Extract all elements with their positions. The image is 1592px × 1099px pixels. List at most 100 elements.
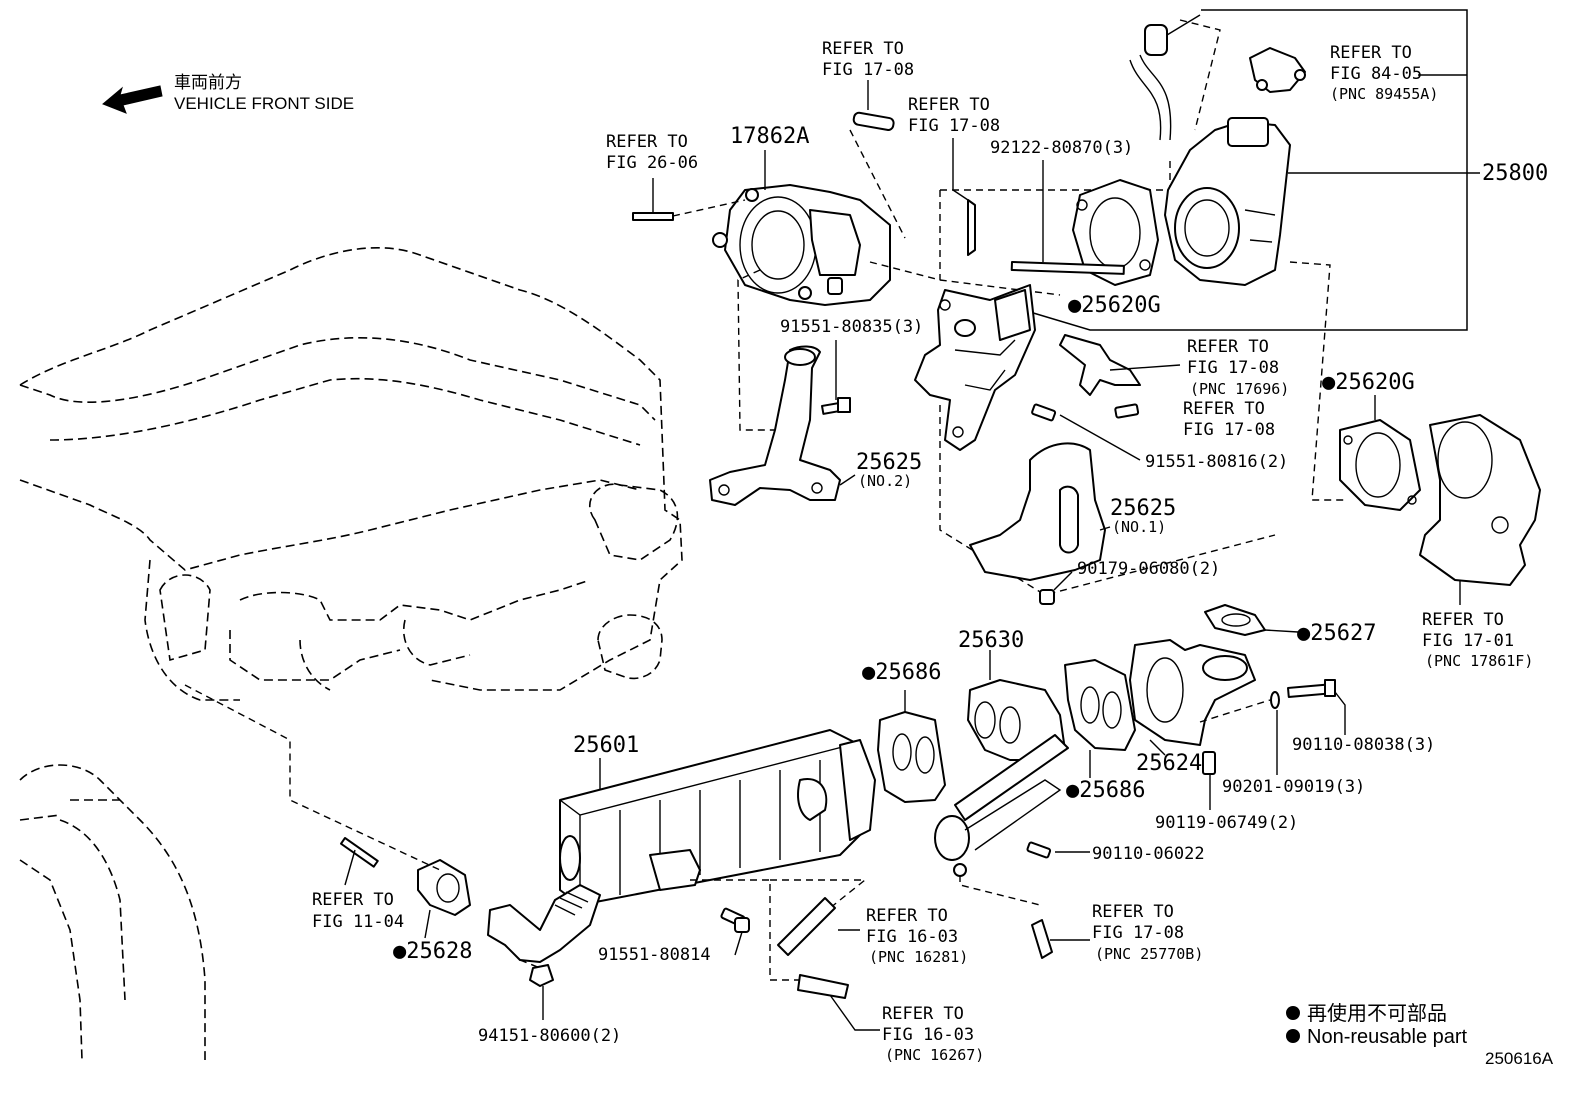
ref-17-08-c-line1: REFER TO	[1183, 399, 1265, 419]
bolt-91551-80835	[821, 340, 851, 415]
ref-84-05-line2: FIG 84-05	[1330, 64, 1422, 84]
part-25625-no1-sub: (NO.1)	[1112, 518, 1166, 536]
legend: 再使用不可部品 Non-reusable part	[1286, 1002, 1468, 1048]
gasket-25628	[417, 859, 471, 916]
ref-11-04-line2: FIG 11-04	[312, 912, 404, 932]
dash-washer	[1199, 699, 1271, 723]
ref-16267-line3: (PNC 16267)	[885, 1046, 984, 1064]
ref-84-05-line3: (PNC 89455A)	[1330, 85, 1438, 103]
legend-label-jp: 再使用不可部品	[1307, 1002, 1447, 1025]
hose-25770b	[1031, 919, 1053, 959]
part-25628-label: ●25628	[393, 939, 472, 964]
part-25627-label: ●25627	[1297, 621, 1376, 646]
bolt-90110-06022	[1026, 841, 1090, 859]
part-25624-label: 25624	[1136, 751, 1202, 776]
ref-16267-line1: REFER TO	[882, 1004, 964, 1024]
part-25625-no1-label: 25625	[1110, 496, 1176, 521]
direction-label-jp: 車両前方	[174, 73, 242, 92]
egr-bypass-valve-assembly	[914, 284, 1036, 451]
leader-11-04	[344, 849, 356, 886]
part-25625-no2-sub: (NO.2)	[858, 472, 912, 490]
part-91551-80814-label: 91551-80814	[598, 945, 711, 965]
gasket-25686-left	[877, 711, 946, 803]
ref-17-01-line1: REFER TO	[1422, 610, 1504, 630]
leader-25628	[424, 909, 431, 939]
part-90110-06022-label: 90110-06022	[1092, 844, 1205, 864]
ref-11-04-line1: REFER TO	[312, 890, 394, 910]
dash-throttle-left	[737, 269, 790, 431]
dash-17-08-top	[849, 129, 906, 239]
part-25601-label: 25601	[573, 733, 639, 758]
stud-26-06	[632, 212, 674, 221]
dash-26-06	[672, 199, 746, 217]
dash-cooler-hose	[690, 879, 820, 981]
dash-throttle-right	[869, 261, 1061, 296]
dash-94151	[519, 959, 546, 971]
egr-cooler-bypass-valve-25630	[934, 679, 1069, 877]
part-92122-label: 92122-80870(3)	[990, 138, 1133, 158]
egr-valve-25800	[1164, 117, 1291, 286]
ref-17-08-top-line1: REFER TO	[822, 39, 904, 59]
filled-circle-icon	[1286, 1029, 1300, 1043]
egr-position-sensor	[1249, 47, 1306, 93]
dash-engine-cooler	[184, 684, 441, 871]
part-17862a-label: 17862A	[730, 124, 809, 149]
ref-16281-line1: REFER TO	[866, 906, 948, 926]
part-25620g-lower-label: ●25620G	[1322, 370, 1415, 395]
ref-17696-line2: FIG 17-08	[1187, 358, 1279, 378]
engine-block-outline	[19, 246, 683, 1061]
insulator-25625-no1	[969, 442, 1106, 581]
gasket-25620g-lower	[1339, 419, 1421, 511]
ref-17-08-b-line1: REFER TO	[908, 95, 990, 115]
ref-25770b-line3: (PNC 25770B)	[1095, 945, 1203, 963]
part-25630-label: 25630	[958, 628, 1024, 653]
vsv-with-hose	[1129, 14, 1201, 141]
part-90201-label: 90201-09019(3)	[1222, 777, 1365, 797]
figure-code: 250616A	[1485, 1049, 1554, 1068]
ref-17-01-line3: (PNC 17861F)	[1425, 652, 1533, 670]
ref-17-01-line2: FIG 17-01	[1422, 631, 1514, 651]
egr-outlet-25624	[1129, 639, 1256, 746]
ref-17-08-c-line2: FIG 17-08	[1183, 420, 1275, 440]
ref-25770b-line1: REFER TO	[1092, 902, 1174, 922]
bolt-90110-08038	[1287, 679, 1346, 735]
part-90179-label: 90179-06080(2)	[1077, 559, 1220, 579]
leader-25625-no2	[839, 474, 856, 486]
bolt-91551-80816	[1031, 403, 1141, 461]
egr-pipe-17-01	[1419, 414, 1541, 586]
filled-circle-icon	[1286, 1006, 1300, 1020]
legend-label-en: Non-reusable part	[1307, 1026, 1468, 1048]
ref-26-06-line2: FIG 26-06	[606, 153, 698, 173]
bolt-91551-80814	[720, 907, 750, 956]
ref-17696-line1: REFER TO	[1187, 337, 1269, 357]
hose-16281	[777, 897, 860, 956]
part-25625-no2-label: 25625	[856, 450, 922, 475]
gasket-25627	[1204, 604, 1266, 636]
part-25686-left-label: ●25686	[862, 660, 941, 685]
dash-25630	[959, 875, 1041, 906]
hose-17-08-top	[852, 111, 895, 131]
part-94151-label: 94151-80600(2)	[478, 1026, 621, 1046]
ref-25770b-line2: FIG 17-08	[1092, 923, 1184, 943]
ref-17-08-top-line2: FIG 17-08	[822, 60, 914, 80]
bolt-90119-06749	[1202, 751, 1216, 810]
part-91551-80816-label: 91551-80816(2)	[1145, 452, 1288, 472]
hose-17-08-b	[967, 199, 976, 256]
nut-94151-80600	[529, 964, 554, 1020]
hose-16267	[797, 974, 880, 1031]
ref-17-08-b-line2: FIG 17-08	[908, 116, 1000, 136]
part-90119-label: 90119-06749(2)	[1155, 813, 1298, 833]
stud-11-04	[339, 836, 379, 868]
gasket-25686-right	[1064, 659, 1136, 751]
bolt-90179-06080	[1039, 571, 1073, 605]
part-90110-08038-label: 90110-08038(3)	[1292, 735, 1435, 755]
dash-25620g-lower	[1289, 261, 1345, 501]
leader-25625-no1	[1099, 526, 1111, 531]
part-25686-right-label: ●25686	[1066, 778, 1145, 803]
leader-25627	[1264, 629, 1299, 633]
ref-17696-line3: (PNC 17696)	[1190, 380, 1289, 398]
ref-16281-line3: (PNC 16281)	[869, 948, 968, 966]
ref-16281-line2: FIG 16-03	[866, 927, 958, 947]
bracket-25625-no2	[709, 345, 841, 506]
part-25800-label: 25800	[1482, 161, 1548, 186]
